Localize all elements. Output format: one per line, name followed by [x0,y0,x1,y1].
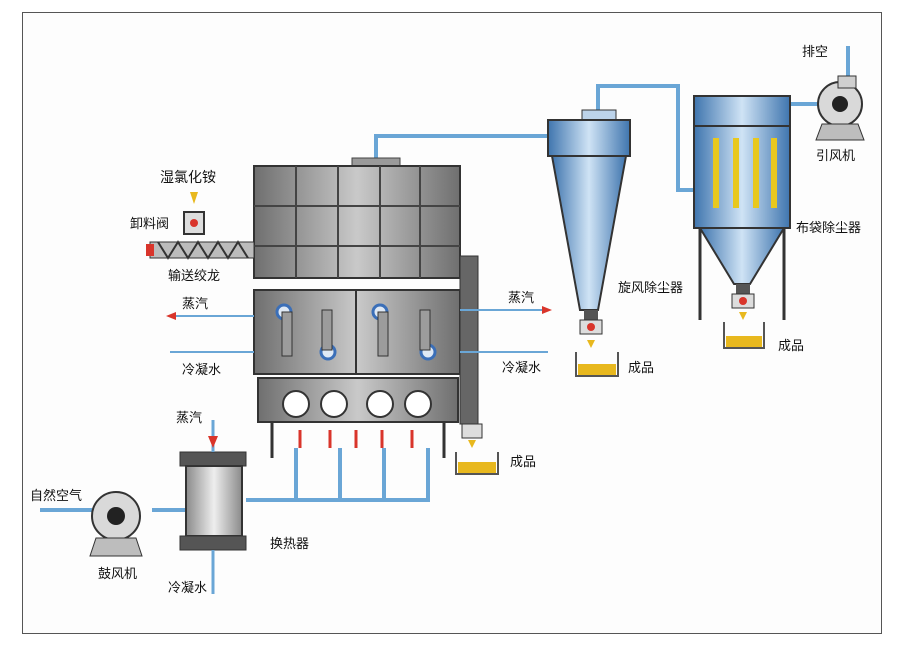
label-blower: 鼓风机 [98,567,137,582]
heat-exchanger [179,420,247,594]
steam-left-arrow [166,312,176,320]
label-condensate-left: 冷凝水 [182,362,221,378]
blower-fan [89,491,143,557]
label-steam-right: 蒸汽 [508,291,534,306]
feed-arrow [190,192,198,204]
label-natural-air: 自然空气 [30,488,82,504]
label-steam-hx: 蒸汽 [176,411,202,426]
dryer-product-bin [455,423,499,475]
label-cyclone: 旋风除尘器 [618,281,683,296]
label-exhaust: 排空 [802,45,828,60]
label-steam-left: 蒸汽 [182,297,208,312]
label-bag-filter: 布袋除尘器 [796,221,861,236]
label-condensate-right: 冷凝水 [502,360,541,376]
steam-right-arrow [542,306,552,314]
label-wet-material: 湿氯化铵 [160,170,216,186]
discharge-valve [183,211,205,235]
bag-filter [693,95,791,349]
label-product-dryer: 成品 [510,455,536,470]
label-condensate-hx: 冷凝水 [168,580,207,596]
dryer-steam-lines [170,309,548,353]
label-induced-fan: 引风机 [816,149,855,164]
induced-fan [815,75,865,141]
labels: 湿氯化铵 卸料阀 输送绞龙 蒸汽 冷凝水 蒸汽 冷凝水 成品 旋风除尘器 成品 … [30,45,861,596]
label-product-cyclone: 成品 [628,361,654,376]
fluid-bed-dryer [253,157,479,458]
label-screw-conveyor: 输送绞龙 [168,268,220,284]
label-heat-exchanger: 换热器 [270,537,309,552]
label-product-bag: 成品 [778,339,804,354]
screw-conveyor [146,240,255,260]
cyclone-separator [547,109,631,377]
label-discharge-valve: 卸料阀 [130,216,169,232]
air-pipes [40,46,850,512]
